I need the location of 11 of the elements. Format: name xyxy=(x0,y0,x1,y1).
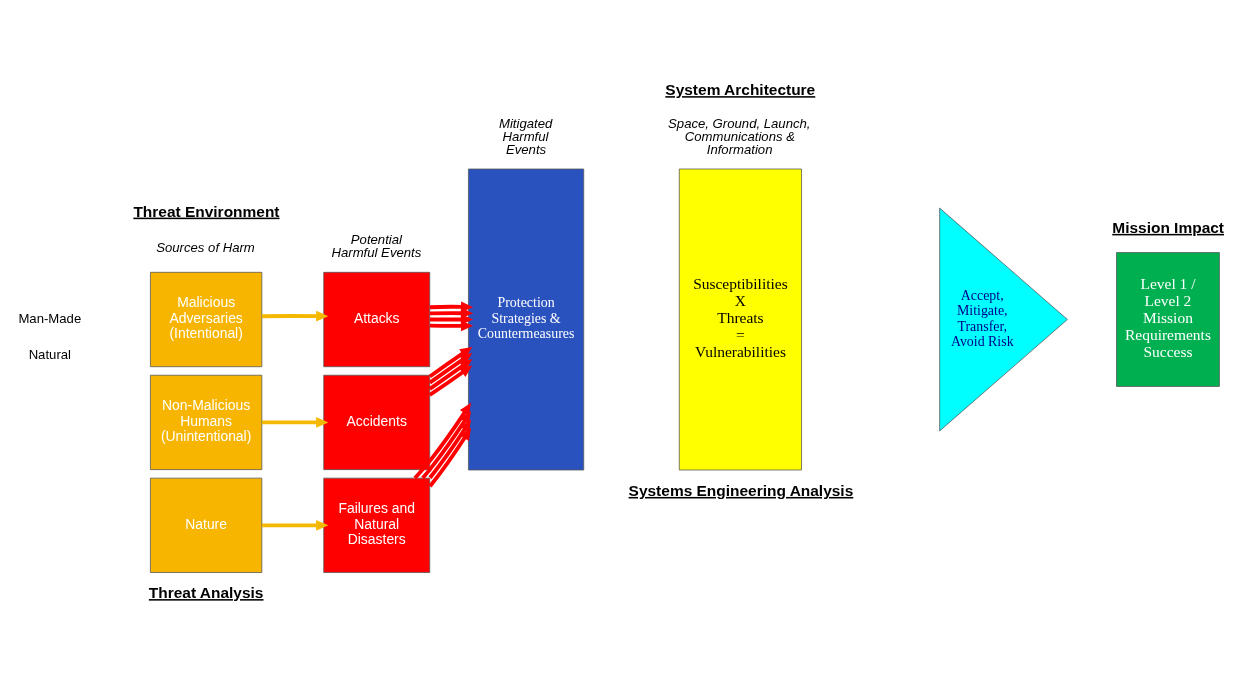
label: Potential Harmful Events xyxy=(331,232,422,261)
label: Threat Environment xyxy=(133,202,280,220)
label: Space, Ground, Launch, Communications & Information xyxy=(668,115,811,157)
label: Man-Made xyxy=(18,310,82,326)
label: Sources of Harm xyxy=(156,240,255,256)
label: System Architecture xyxy=(665,81,816,99)
label: Mitigated Harmful Events xyxy=(499,115,553,157)
label: Mission Impact xyxy=(1112,218,1224,236)
label: Threat Analysis xyxy=(148,584,264,602)
label: Natural xyxy=(28,347,72,363)
label: Systems Engineering Analysis xyxy=(628,481,854,499)
